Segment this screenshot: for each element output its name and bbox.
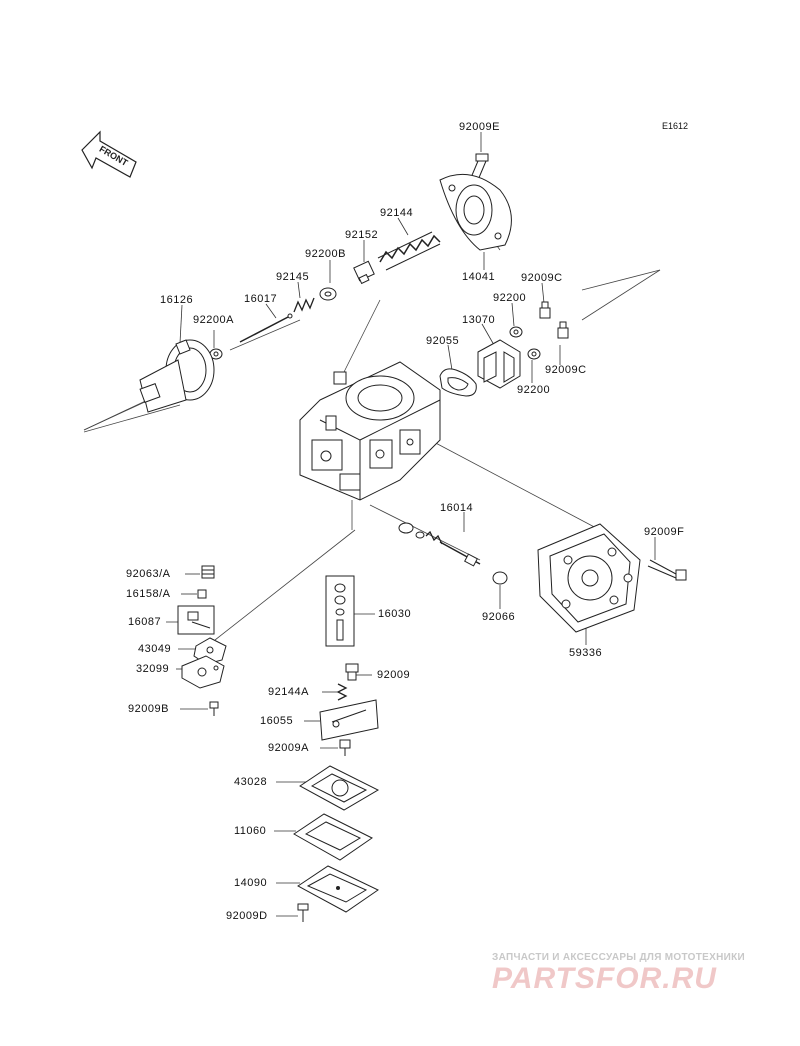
- part-label-92145[interactable]: 92145: [276, 271, 310, 283]
- part-shape-92009d: [297, 903, 309, 922]
- part-shape-92055: [439, 368, 477, 397]
- part-shape-13070: [477, 339, 521, 389]
- part-label-92009f[interactable]: 92009F: [644, 526, 685, 538]
- part-shape-16126: [139, 339, 215, 413]
- part-shape-14041: [439, 173, 512, 251]
- part-shape-16014: [398, 522, 481, 567]
- watermark-logo[interactable]: PARTSFOR.RU: [492, 962, 717, 995]
- part-shape-16030: [325, 575, 355, 647]
- part-label-43028[interactable]: 43028: [234, 776, 268, 788]
- part-label-92152[interactable]: 92152: [345, 229, 379, 241]
- part-label-92009e[interactable]: 92009E: [459, 121, 500, 133]
- watermark-caption: ЗАПЧАСТИ И АКСЕССУАРЫ ДЛЯ МОТОТЕХНИКИ: [492, 952, 745, 963]
- part-shape-92144: [377, 231, 441, 271]
- part-shape-43028: [299, 765, 380, 811]
- part-shape-carburetor-body: [299, 361, 441, 501]
- part-shape-14090: [297, 865, 379, 913]
- part-label-43049[interactable]: 43049: [138, 643, 172, 655]
- part-shape-92200-upper: [509, 326, 523, 338]
- part-label-16055[interactable]: 16055: [260, 715, 294, 727]
- part-label-16014[interactable]: 16014: [440, 502, 474, 514]
- part-label-13070[interactable]: 13070: [462, 314, 496, 326]
- part-shape-92009c-upper: [539, 301, 551, 319]
- part-label-92009a[interactable]: 92009A: [268, 742, 309, 754]
- part-label-16017[interactable]: 16017: [244, 293, 278, 305]
- part-shape-92009b: [209, 701, 219, 716]
- part-label-92066[interactable]: 92066: [482, 611, 516, 623]
- part-label-92200a[interactable]: 92200A: [193, 314, 234, 326]
- part-label-92055[interactable]: 92055: [426, 335, 460, 347]
- part-shape-92066: [492, 571, 508, 585]
- leader-lines: [166, 132, 656, 917]
- part-shape-92009c-lower: [557, 321, 569, 339]
- part-label-92009[interactable]: 92009: [377, 669, 411, 681]
- part-label-14090[interactable]: 14090: [234, 877, 268, 889]
- part-shape-92009: [345, 663, 359, 681]
- part-label-92200-upper[interactable]: 92200: [493, 292, 527, 304]
- front-arrow-icon: FRONT: [81, 130, 137, 178]
- part-shape-59336: [537, 523, 641, 633]
- part-label-11060[interactable]: 11060: [234, 825, 267, 837]
- part-label-92009d[interactable]: 92009D: [226, 910, 268, 922]
- part-label-59336[interactable]: 59336: [569, 647, 603, 659]
- part-label-92009c-upper[interactable]: 92009C: [521, 272, 563, 284]
- part-label-92144[interactable]: 92144: [380, 207, 414, 219]
- part-label-16158a[interactable]: 16158/A: [126, 588, 171, 600]
- part-shape-92145: [293, 297, 315, 313]
- part-label-16087[interactable]: 16087: [128, 616, 162, 628]
- part-label-92009c-lower[interactable]: 92009C: [545, 364, 587, 376]
- part-label-92200b[interactable]: 92200B: [305, 248, 346, 260]
- part-shape-11060: [293, 813, 373, 861]
- part-label-14041[interactable]: 14041: [462, 271, 496, 283]
- part-label-92144a[interactable]: 92144A: [268, 686, 309, 698]
- part-shape-16017: [239, 313, 293, 343]
- part-shape-16158a: [197, 589, 207, 599]
- diagram-code: E1612: [662, 121, 689, 131]
- part-shape-92009f: [647, 559, 687, 581]
- part-shape-92009a: [339, 739, 351, 756]
- part-label-92063a[interactable]: 92063/A: [126, 568, 171, 580]
- part-label-16126[interactable]: 16126: [160, 294, 194, 306]
- part-shape-92200b: [319, 287, 337, 301]
- part-label-92200-lower[interactable]: 92200: [517, 384, 551, 396]
- part-shape-92063a: [201, 565, 215, 579]
- part-shape-92200-lower: [527, 348, 541, 360]
- part-shape-16087: [177, 605, 215, 635]
- part-shape-92152: [353, 260, 375, 285]
- part-label-92009b[interactable]: 92009B: [128, 703, 169, 715]
- part-shape-16055: [319, 699, 379, 741]
- part-label-16030[interactable]: 16030: [378, 608, 412, 620]
- part-shape-92144a: [336, 683, 348, 701]
- part-shape-32099: [181, 655, 225, 689]
- part-label-32099[interactable]: 32099: [136, 663, 170, 675]
